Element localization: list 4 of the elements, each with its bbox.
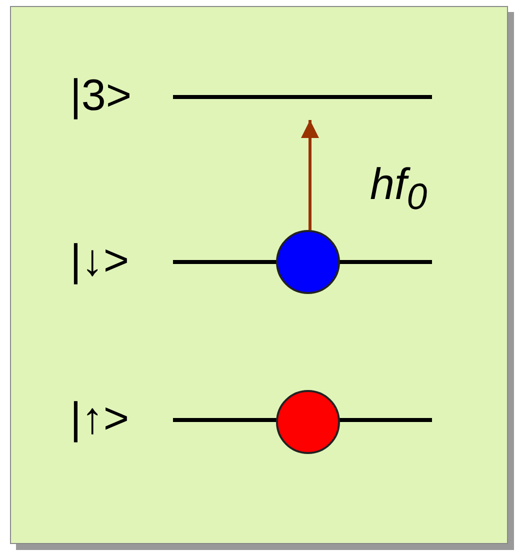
- state-label: |↑>: [70, 394, 130, 444]
- arrow: [301, 120, 319, 230]
- state-label: |3>: [70, 71, 132, 121]
- state-label: |↓>: [70, 236, 130, 286]
